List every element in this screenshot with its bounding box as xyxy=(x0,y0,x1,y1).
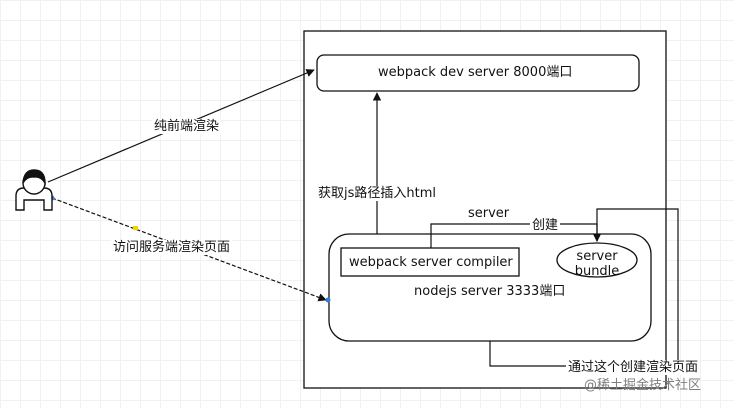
dev-server-label: webpack dev server 8000端口 xyxy=(378,65,573,80)
edge-create xyxy=(489,208,679,367)
user-icon xyxy=(15,169,53,211)
edge-end-point xyxy=(325,297,331,303)
edge-label-server: server xyxy=(466,206,512,221)
server-compiler-box xyxy=(340,247,520,277)
edge-label-create: 创建 xyxy=(530,218,561,233)
server-bundle-label: server bundle xyxy=(574,249,620,279)
edge-label-visit-ssr: 访问服务端渲染页面 xyxy=(111,240,233,255)
watermark: @稀土掘金技术社区 xyxy=(584,378,702,393)
server-bundle-ellipse xyxy=(556,242,638,278)
dev-server-box xyxy=(316,54,640,92)
nodejs-server-label: nodejs server 3333端口 xyxy=(414,284,566,299)
edge-label-get-js-path: 获取js路径插入html xyxy=(316,186,438,201)
edge-label-pure-frontend: 纯前端渲染 xyxy=(152,119,222,134)
edge-highlight-dot xyxy=(133,226,138,230)
edge-label-create-render: 通过这个创建渲染页面 xyxy=(566,360,701,375)
server-compiler-label: webpack server compiler xyxy=(349,255,513,270)
